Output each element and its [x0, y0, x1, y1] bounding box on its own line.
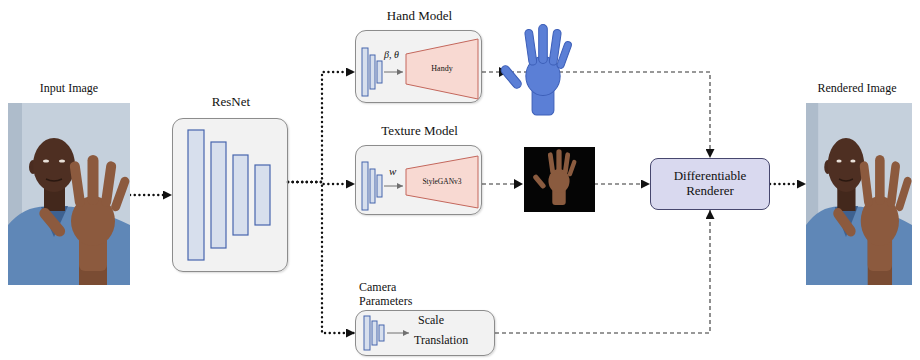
handy-block: Handy [406, 39, 478, 99]
block-label: StyleGANv3 [422, 178, 461, 187]
hand-model-box: HandyHand Modelβ, θ [355, 30, 482, 103]
text-slot: Camera Parameters [359, 281, 441, 309]
camera-parameters-box: Camera ParametersScaleTranslation [355, 310, 495, 356]
text-slot: Translation [414, 334, 468, 348]
text-slot: Texture Model [356, 124, 483, 139]
text-slot: Hand Model [356, 9, 483, 24]
inner-label: Scale [418, 314, 444, 328]
dotted-arrow [130, 194, 172, 196]
inner-label: β, θ [384, 49, 399, 61]
rendered-image: Rendered Image [806, 103, 912, 285]
input-image: Input Image [8, 103, 130, 285]
texture-model-box: StyleGANv3Texture Modelw [355, 145, 482, 215]
input-photo [8, 103, 130, 285]
resnet-box: ResNet [172, 118, 288, 272]
inner-label: w [389, 165, 396, 178]
heading-label: Rendered Image [798, 82, 916, 96]
person-figure [806, 103, 912, 285]
text-slot: β, θ [384, 49, 399, 61]
rendered-photo [806, 103, 912, 285]
dashed-arrow [495, 210, 710, 333]
text-slot: Scale [418, 314, 444, 328]
box-label: Differentiable Renderer [657, 169, 763, 199]
person-figure [8, 103, 130, 285]
inner-label: Translation [414, 334, 468, 348]
text-slot: w [389, 165, 396, 178]
heading-label: Texture Model [356, 124, 483, 139]
block-label: Handy [431, 64, 452, 73]
text-slot: Input Image [8, 82, 130, 96]
trapezoid-outline [406, 39, 478, 99]
trapezoid-outline [406, 156, 478, 208]
texture-hand [532, 149, 577, 205]
texture-map [524, 147, 595, 212]
text-slot: ResNet [173, 95, 289, 110]
renderer-box: Differentiable Renderer [650, 158, 770, 210]
dotted-arrow [288, 182, 355, 333]
heading-label: Input Image [8, 82, 130, 96]
dotted-arrow [770, 183, 806, 185]
connector-group [130, 72, 806, 333]
heading-label: Hand Model [356, 9, 483, 24]
hand-mesh [499, 25, 572, 115]
dotted-arrow [288, 72, 355, 182]
stylegan-block: StyleGANv3 [406, 156, 478, 208]
text-slot: Rendered Image [798, 82, 916, 96]
heading-label: Camera Parameters [359, 281, 441, 309]
arrow-head [514, 179, 523, 189]
hand-texture [532, 149, 577, 205]
heading-label: ResNet [173, 95, 289, 110]
